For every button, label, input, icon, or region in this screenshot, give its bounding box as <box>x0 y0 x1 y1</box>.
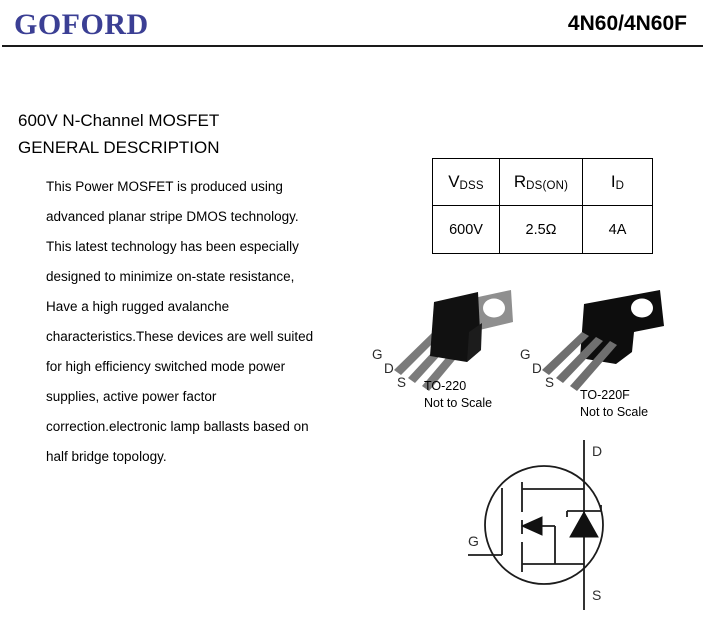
symbol-circle <box>484 465 604 585</box>
product-title: 600V N-Channel MOSFET <box>18 111 220 130</box>
table-value-row: 600V 2.5Ω 4A <box>432 205 653 254</box>
pin-label-s: S <box>397 375 407 390</box>
symbol-subscript: D <box>615 179 625 192</box>
plastic-body-side <box>467 323 482 362</box>
to220-illustration <box>394 290 513 391</box>
symbol-rdson: RDS(ON) <box>513 171 569 192</box>
pin-label-s: S <box>545 375 555 390</box>
symbol-subscript: DSS <box>459 179 484 192</box>
description-line: characteristics.These devices are well s… <box>46 329 314 344</box>
value-text: 2.5Ω <box>525 221 557 238</box>
mosfet-symbol-drawing <box>468 440 604 610</box>
lead-gate <box>394 331 441 375</box>
symbol-main: V <box>448 171 460 191</box>
mosfet-schematic-symbol: D G S <box>466 438 646 613</box>
description-line: This Power MOSFET is produced using <box>46 179 283 194</box>
description-line: correction.electronic lamp ballasts base… <box>46 419 309 434</box>
key-parameters-table: VDSS RDS(ON) ID 600V 2.5Ω 4A <box>432 158 653 254</box>
mounting-hole <box>631 298 653 318</box>
zener-diode-triangle <box>569 510 599 538</box>
description-line: for high efficiency switched mode power <box>46 359 286 374</box>
table-cell-vdss-value: 600V <box>432 205 500 254</box>
terminal-label-gate: G <box>468 533 479 549</box>
lead-source <box>570 341 617 391</box>
description-line: designed to minimize on-state resistance… <box>46 269 295 284</box>
lead-drain <box>556 337 603 383</box>
description-line: supplies, active power factor <box>46 389 217 404</box>
table-header-row: VDSS RDS(ON) ID <box>432 158 653 206</box>
symbol-main: I <box>610 171 616 191</box>
terminal-label-source: S <box>592 587 602 603</box>
brand-logo: GOFORD <box>14 8 149 41</box>
value-text: 4A <box>608 221 627 238</box>
plastic-body <box>580 290 664 364</box>
pin-label-d: D <box>384 361 394 376</box>
mounting-hole <box>483 298 505 318</box>
table-cell-id-value: 4A <box>582 205 653 254</box>
description-line: This latest technology has been especial… <box>46 239 299 254</box>
pin-label-g: G <box>372 347 383 362</box>
package-caption-scale: Not to Scale <box>424 396 493 410</box>
table-header-cell-vdss: VDSS <box>432 158 500 206</box>
symbol-id: ID <box>610 171 625 192</box>
description-line: Have a high rugged avalanche <box>46 299 230 314</box>
page-header: GOFORD 4N60/4N60F <box>0 0 705 50</box>
general-description-text: This Power MOSFET is produced using adva… <box>46 172 346 472</box>
description-line: half bridge topology. <box>46 449 167 464</box>
package-caption-name: TO-220 <box>424 379 467 393</box>
symbol-subscript: DS(ON) <box>526 179 569 192</box>
to220f-illustration <box>542 290 664 391</box>
symbol-main: R <box>513 171 527 191</box>
value-text: 600V <box>449 221 483 238</box>
description-line: advanced planar stripe DMOS technology. <box>46 209 299 224</box>
header-divider <box>2 45 703 47</box>
package-caption-name: TO-220F <box>580 388 630 402</box>
package-drawing-to220f: G D S TO-220F Not to Scale <box>518 282 688 419</box>
table-cell-rdson-value: 2.5Ω <box>499 205 583 254</box>
body-diode-arrow <box>520 516 543 536</box>
lead-gate <box>542 332 589 375</box>
terminal-label-drain: D <box>592 443 603 459</box>
part-number-title: 4N60/4N60F <box>567 12 687 35</box>
table-header-cell-id: ID <box>582 158 653 206</box>
title-block: 600V N-Channel MOSFET GENERAL DESCRIPTIO… <box>18 107 368 161</box>
section-heading-general-description: GENERAL DESCRIPTION <box>18 138 220 157</box>
package-caption-scale: Not to Scale <box>580 405 649 419</box>
pin-label-d: D <box>532 361 542 376</box>
pin-label-g: G <box>520 347 531 362</box>
table-header-cell-rdson: RDS(ON) <box>499 158 583 206</box>
symbol-vdss: VDSS <box>448 171 484 192</box>
package-drawing-to220: G D S TO-220 Not to Scale <box>368 282 528 414</box>
